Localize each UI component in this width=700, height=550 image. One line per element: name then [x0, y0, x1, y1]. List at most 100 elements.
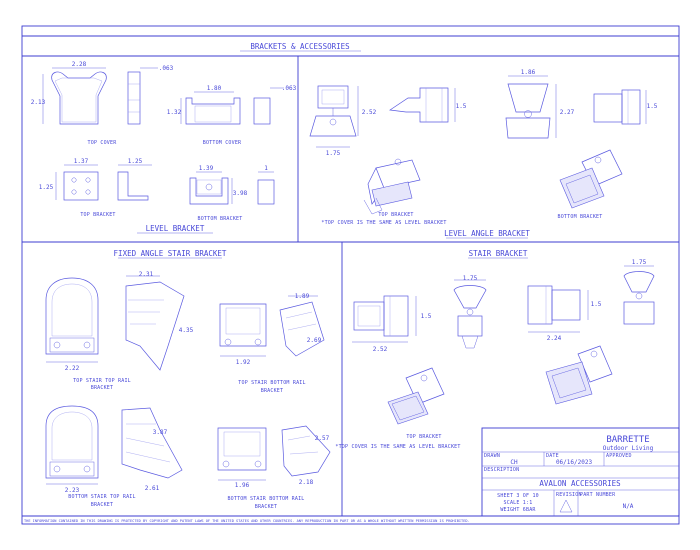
- stair-bracket-panel: STAIR BRACKET 1.5 2.52 1.75 1.5: [335, 249, 655, 450]
- revision-label: REVISION: [556, 492, 582, 498]
- top-cover-label: TOP COVER: [88, 140, 118, 146]
- stair-top-iso-note: *TOP COVER IS THE SAME AS LEVEL BRACKET: [335, 444, 460, 450]
- stair-top-top: 1.75: [463, 275, 478, 282]
- stair-bottom-front-view: 1.75: [623, 259, 655, 325]
- part-number-label: PART NUMBER: [580, 492, 616, 498]
- top-stair-top-rail-label2: BRACKET: [91, 385, 113, 391]
- level-angle-bottom-side-dim: 1.5: [647, 103, 658, 110]
- bottom-stair-top-rail-label1: BOTTOM STAIR TOP RAIL: [68, 494, 135, 500]
- bottom-stair-top-rail-drawing: 2.23 3.87 2.61 BOTTOM STAIR TOP RAIL BRA…: [45, 405, 183, 508]
- top-bracket-label: TOP BRACKET: [80, 212, 115, 218]
- top-bracket-height: 1.25: [39, 184, 54, 191]
- stair-top-iso-label: TOP BRACKET: [406, 434, 441, 440]
- sheet-number: SHEET 3 OF 10: [497, 493, 539, 499]
- level-bracket-panel: 2.28 2.13 .063 TOP COVER 1.80 1.32 .063 …: [31, 61, 297, 234]
- top-stair-top-rail-drawing: 2.22 2.31 4.35 TOP STAIR TOP RAIL BRACKE…: [45, 271, 194, 391]
- stair-top-width: 2.52: [373, 346, 388, 353]
- stair-bottom-width: 2.24: [547, 335, 562, 342]
- top-bracket-width: 1.37: [74, 158, 89, 165]
- revision-triangle-icon: [559, 499, 573, 513]
- level-angle-top-ortho: 1.75 2.52: [309, 85, 377, 157]
- stair-bottom-iso: [545, 345, 613, 405]
- level-angle-bottom-height: 2.27: [560, 109, 575, 116]
- level-angle-top-note: *TOP COVER IS THE SAME AS LEVEL BRACKET: [321, 220, 446, 226]
- level-angle-bottom-iso: BOTTOM BRACKET: [558, 149, 623, 220]
- bottom-bracket-side: 1: [264, 165, 268, 172]
- top-stair-bottom-rail-width: 1.92: [236, 359, 251, 366]
- bottom-bracket-height: 3.98: [233, 190, 248, 197]
- bottom-bracket-drawing: 1.39 3.98 1 BOTTOM BRACKET: [189, 165, 275, 222]
- description-label: DESCRIPTION: [484, 467, 519, 473]
- level-angle-top-width: 1.75: [326, 150, 341, 157]
- drawn-label: DRAWN: [484, 453, 500, 459]
- copyright-notice: THE INFORMATION CONTAINED IN THIS DRAWIN…: [24, 519, 470, 523]
- bottom-bracket-width: 1.39: [199, 165, 214, 172]
- level-angle-bottom-side: 1.5: [593, 89, 658, 125]
- level-angle-top-side: 1.5: [389, 87, 467, 123]
- title-block: BARRETTE Outdoor Living DRAWN CH DATE 06…: [481, 427, 680, 517]
- level-angle-top-side-dim: 1.5: [456, 103, 467, 110]
- bottom-stair-top-rail-top: 3.87: [153, 429, 168, 436]
- top-cover-drawing: 2.28 2.13 .063 TOP COVER: [31, 61, 174, 146]
- bottom-cover-drawing: 1.80 1.32 .063 BOTTOM COVER: [167, 85, 297, 146]
- level-angle-top-label: TOP BRACKET: [378, 212, 413, 218]
- top-stair-bottom-rail-top: 1.89: [295, 293, 310, 300]
- top-stair-bottom-rail-label2: BRACKET: [261, 388, 283, 394]
- bottom-stair-top-rail-side: 2.61: [145, 485, 160, 492]
- part-number-value: N/A: [623, 503, 634, 510]
- drawn-value: CH: [510, 459, 518, 466]
- fixed-angle-stair-panel: FIXED ANGLE STAIR BRACKET 2.22 2.31 4.35…: [45, 249, 331, 510]
- bottom-stair-top-rail-width: 2.23: [65, 487, 80, 494]
- bottom-stair-bottom-rail-label2: BRACKET: [255, 504, 277, 510]
- top-stair-bottom-rail-side: 2.69: [307, 337, 322, 344]
- top-stair-top-rail-side: 4.35: [179, 327, 194, 334]
- bottom-stair-bottom-rail-side: 2.18: [299, 479, 314, 486]
- bottom-bracket-label: BOTTOM BRACKET: [198, 216, 243, 222]
- level-angle-top-height: 2.52: [362, 109, 377, 116]
- bottom-cover-width: 1.80: [207, 85, 222, 92]
- top-cover-thickness: .063: [159, 65, 174, 72]
- top-bracket-side: 1.25: [128, 158, 143, 165]
- bottom-stair-bottom-rail-label1: BOTTOM STAIR BOTTOM RAIL: [227, 496, 304, 502]
- date-value: 06/16/2023: [556, 459, 593, 466]
- stair-bracket-title: STAIR BRACKET: [469, 249, 528, 258]
- sheet-title: BRACKETS & ACCESSORIES: [250, 42, 350, 51]
- top-stair-bottom-rail-label1: TOP STAIR BOTTOM RAIL: [238, 380, 305, 386]
- sheet-border: [21, 25, 680, 525]
- bottom-cover-label: BOTTOM COVER: [203, 140, 242, 146]
- company-division: Outdoor Living: [603, 445, 654, 452]
- level-angle-bottom-ortho: 1.86 2.27: [505, 69, 575, 139]
- bottom-stair-bottom-rail-width: 1.96: [235, 482, 250, 489]
- top-cover-width: 2.28: [72, 61, 87, 68]
- bottom-stair-bottom-rail-top: 2.57: [315, 435, 330, 442]
- top-cover-height: 2.13: [31, 99, 46, 106]
- top-bracket-drawing: 1.37 1.25 1.25 TOP BRACKET: [39, 158, 152, 218]
- stair-top-front-view: 1.75: [453, 275, 487, 349]
- description-value: AVALON ACCESSORIES: [539, 479, 621, 488]
- top-stair-top-rail-top: 2.31: [139, 271, 154, 278]
- company-name: BARRETTE: [606, 435, 649, 445]
- level-bracket-title: LEVEL BRACKET: [146, 224, 205, 233]
- approved-label: APPROVED: [606, 453, 632, 459]
- level-angle-bottom-width: 1.86: [521, 69, 536, 76]
- bottom-stair-bottom-rail-drawing: 1.96 2.57 2.18 BOTTOM STAIR BOTTOM RAIL …: [217, 425, 331, 510]
- sheet-scale: SCALE 1:1: [504, 500, 533, 506]
- stair-bottom-top: 1.75: [632, 259, 647, 266]
- date-label: DATE: [546, 453, 559, 459]
- level-angle-bracket-panel: 1.75 2.52 1.5 TOP BRACKET *TOP COVER IS …: [309, 69, 658, 239]
- stair-bottom-side-view: 1.5 2.24: [527, 285, 602, 342]
- level-angle-bracket-title: LEVEL ANGLE BRACKET: [444, 229, 530, 238]
- stair-top-iso: TOP BRACKET *TOP COVER IS THE SAME AS LE…: [335, 367, 460, 450]
- bottom-stair-top-rail-label2: BRACKET: [91, 502, 113, 508]
- top-stair-top-rail-label1: TOP STAIR TOP RAIL: [73, 378, 131, 384]
- top-stair-bottom-rail-drawing: 1.92 1.89 2.69 TOP STAIR BOTTOM RAIL BRA…: [219, 293, 325, 394]
- stair-top-height: 1.5: [421, 313, 432, 320]
- stair-top-side-view: 1.5 2.52: [352, 295, 432, 353]
- level-angle-top-iso: TOP BRACKET *TOP COVER IS THE SAME AS LE…: [321, 158, 446, 226]
- bottom-cover-height: 1.32: [167, 109, 182, 116]
- stair-bottom-height: 1.5: [591, 301, 602, 308]
- sheet-weight: WEIGHT 6BAR: [500, 507, 536, 513]
- level-angle-bottom-label: BOTTOM BRACKET: [558, 214, 603, 220]
- fixed-angle-stair-title: FIXED ANGLE STAIR BRACKET: [114, 249, 227, 258]
